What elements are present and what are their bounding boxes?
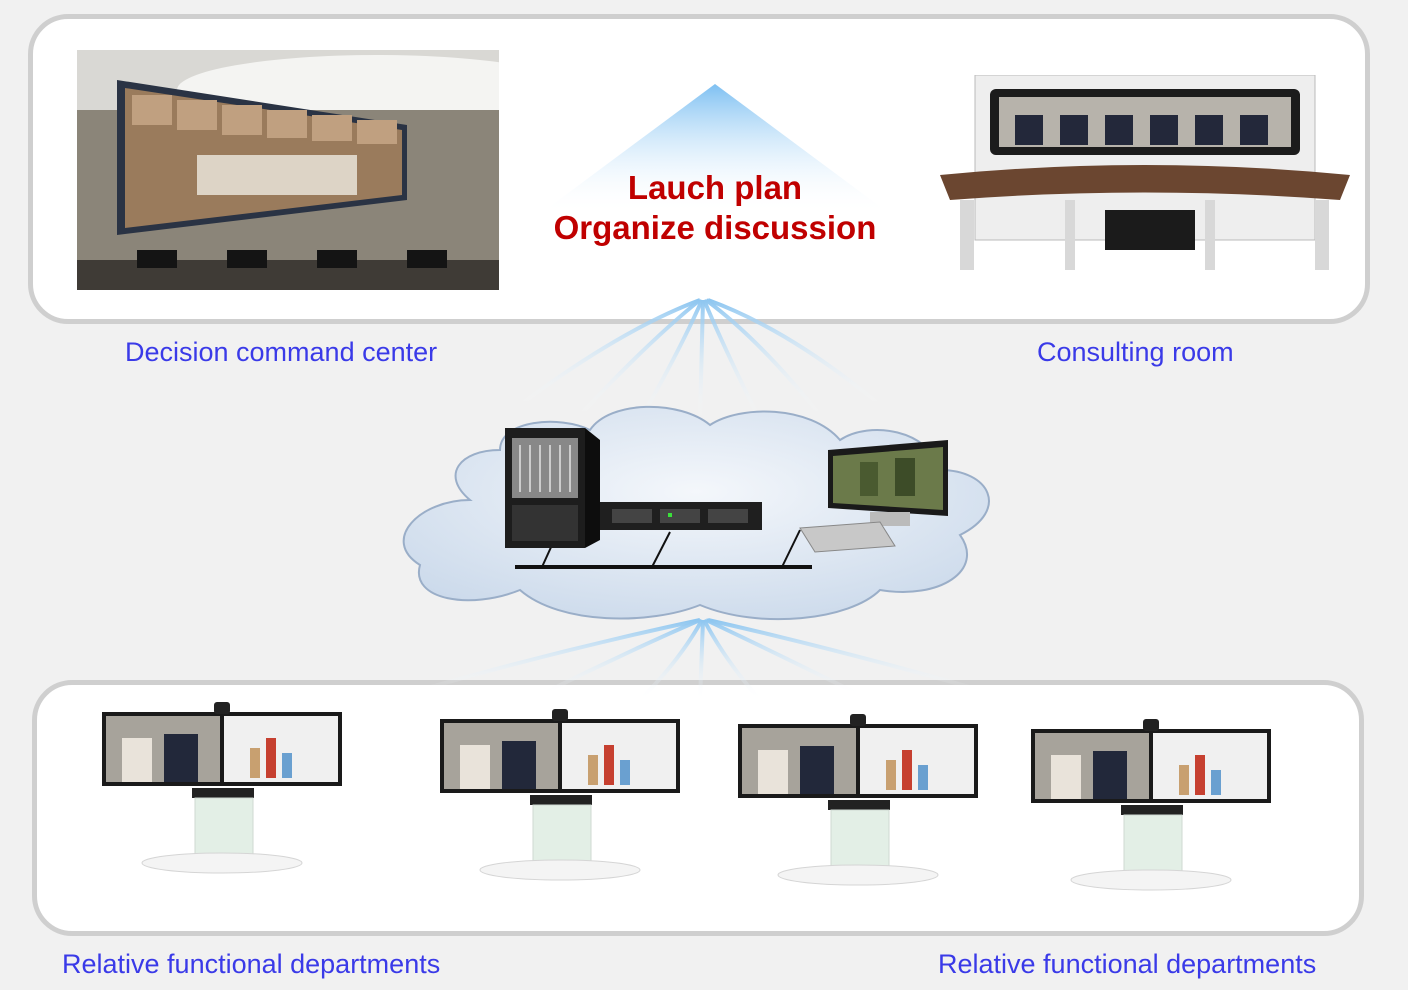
telepresence-terminal-icon — [738, 714, 978, 886]
command-center-photo — [77, 50, 499, 290]
center-title: Lauch plan Organize discussion — [520, 168, 910, 248]
mcu-server-icon — [505, 428, 600, 548]
consulting-room-photo — [940, 75, 1350, 270]
telepresence-terminal-icon — [440, 709, 680, 881]
center-line-2: Organize discussion — [553, 209, 877, 246]
network-bus — [515, 529, 812, 569]
caption-departments-left: Relative functional departments — [62, 949, 441, 979]
upper-rays — [518, 298, 882, 421]
lower-rays — [419, 618, 981, 702]
center-line-1: Lauch plan — [627, 169, 803, 206]
triangle-shape — [540, 84, 890, 214]
telepresence-terminal-icon — [1031, 719, 1271, 891]
telepresence-terminal-icon — [102, 702, 342, 874]
monitor-pc-icon — [799, 440, 948, 553]
caption-departments-right: Relative functional departments — [938, 949, 1317, 979]
caption-consulting-room: Consulting room — [1037, 337, 1234, 367]
switch-icon — [600, 502, 762, 530]
caption-decision-command-center: Decision command center — [125, 337, 438, 367]
